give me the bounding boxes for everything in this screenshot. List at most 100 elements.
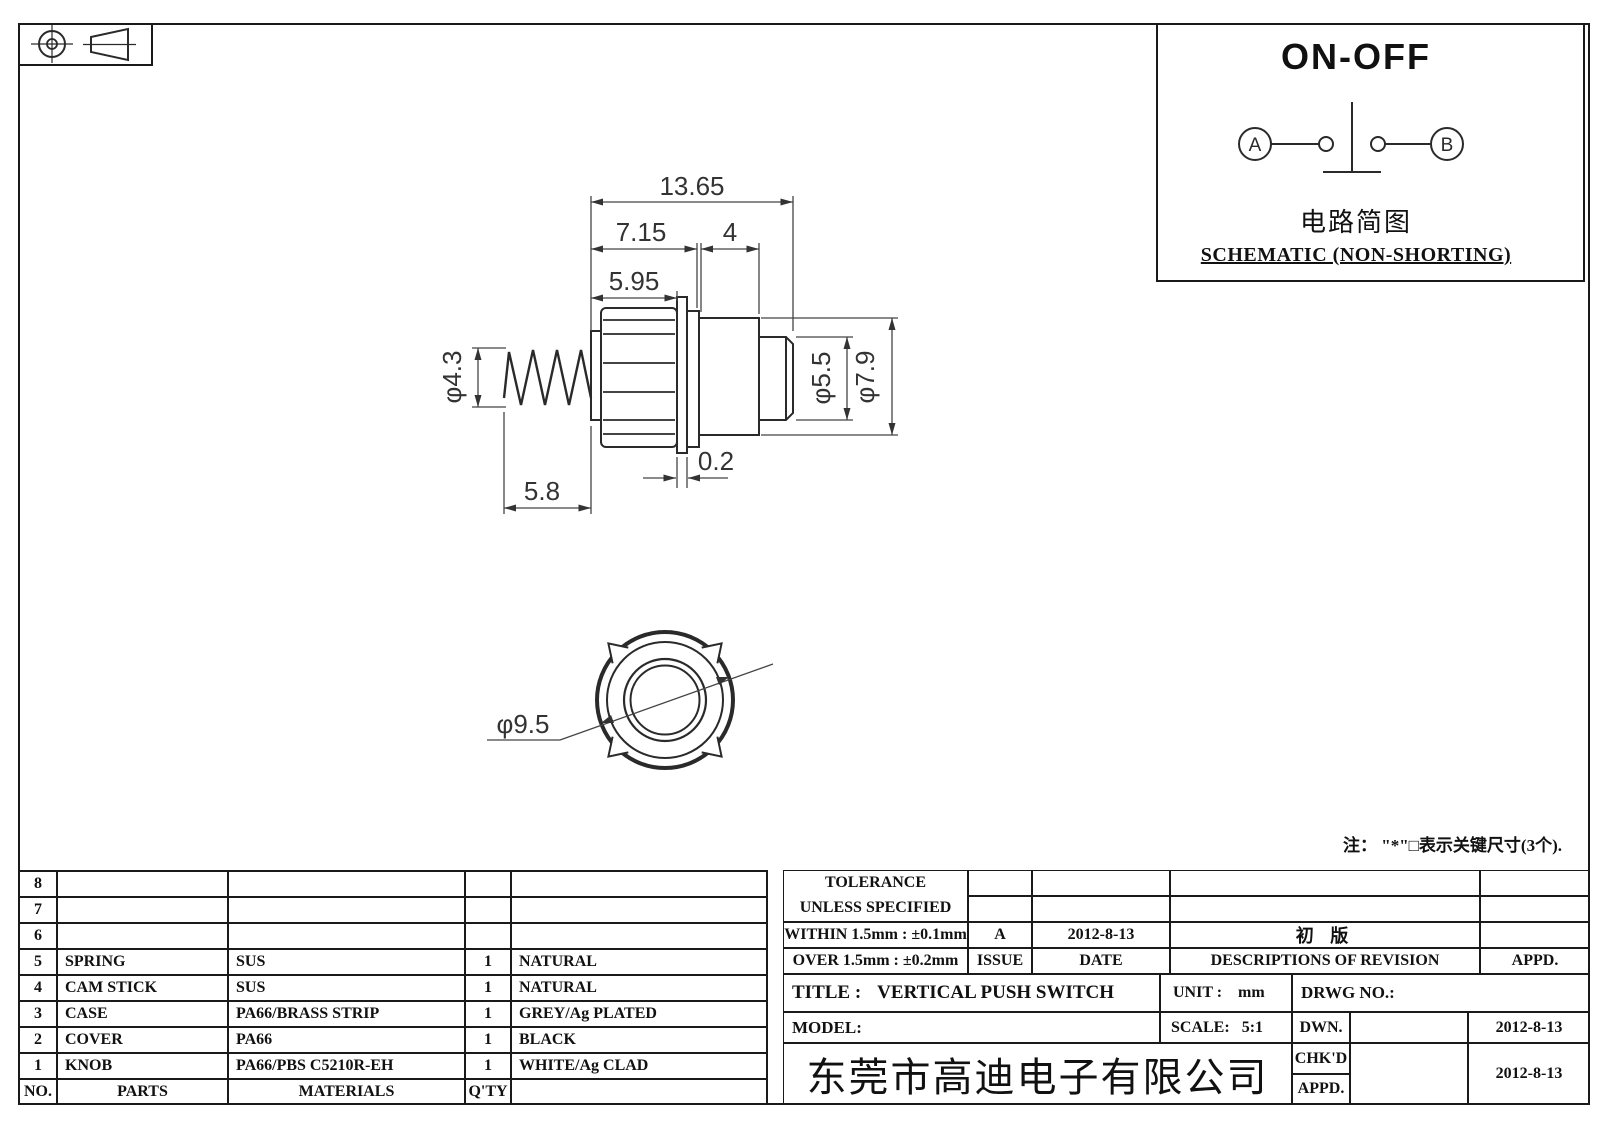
appd-label: APPD. — [1292, 1074, 1350, 1104]
parts-header-materials: MATERIALS — [228, 1079, 465, 1105]
flange — [676, 296, 688, 454]
dim-knob-diameter: φ9.5 — [496, 709, 549, 739]
dim-body-length: 4 — [723, 217, 737, 247]
part-qty — [465, 871, 511, 897]
parts-header-qty: Q'TY — [465, 1079, 511, 1105]
part-material: PA66/BRASS STRIP — [228, 1001, 465, 1027]
model-cell: MODEL: — [783, 1012, 1160, 1043]
drwg-no-cell: DRWG NO.: — [1292, 974, 1590, 1012]
part-qty: 1 — [465, 1053, 511, 1079]
schematic-caption-cn: 电路简图 — [1299, 207, 1412, 237]
first-angle-cone-icon — [83, 27, 136, 62]
knob-knurl-lines — [603, 319, 675, 435]
terminal-a-label: A — [1249, 135, 1262, 156]
scale-label: SCALE: — [1171, 1018, 1230, 1036]
case-body — [698, 317, 760, 436]
dim-spring-diameter: φ4.3 — [437, 350, 467, 403]
dim-flange-thickness: 0.2 — [698, 446, 734, 476]
parts-header-no: NO. — [19, 1079, 57, 1105]
unit-value: mm — [1238, 984, 1265, 1001]
part-finish: WHITE/Ag CLAD — [511, 1053, 767, 1079]
tab-upper-right — [701, 642, 723, 664]
part-finish: BLACK — [511, 1027, 767, 1053]
knob-body — [600, 307, 678, 448]
part-finish: NATURAL — [511, 975, 767, 1001]
title-label: TITLE : — [792, 982, 862, 1003]
revision-issue-value: A — [968, 922, 1032, 948]
part-qty: 1 — [465, 975, 511, 1001]
cover-lip — [686, 310, 700, 448]
part-name — [57, 897, 228, 923]
circuit-diagram: A B — [1238, 102, 1464, 173]
part-qty: 1 — [465, 949, 511, 975]
contact-right — [1370, 136, 1386, 152]
company-name: 东莞市高迪电子有限公司 — [783, 1043, 1292, 1104]
part-name: CASE — [57, 1001, 228, 1027]
part-material: SUS — [228, 975, 465, 1001]
part-name: COVER — [57, 1027, 228, 1053]
tab-lower-right — [701, 736, 723, 758]
part-no: 1 — [19, 1053, 57, 1079]
part-finish — [511, 897, 767, 923]
part-finish: NATURAL — [511, 949, 767, 975]
tolerance-subtitle: UNLESS SPECIFIED — [799, 899, 952, 916]
side-view — [502, 296, 794, 454]
dim-body-diameter: φ7.9 — [850, 350, 880, 403]
drawing-frame — [18, 23, 1590, 1105]
part-finish — [511, 923, 767, 949]
tolerance-over: OVER 1.5mm : ±0.2mm — [783, 948, 968, 974]
chkd-signature-cell — [1350, 1043, 1468, 1104]
title-cell: TITLE : VERTICAL PUSH SWITCH — [783, 974, 1160, 1012]
part-no: 5 — [19, 949, 57, 975]
part-qty: 1 — [465, 1001, 511, 1027]
part-no: 2 — [19, 1027, 57, 1053]
dim-knob-length: 5.95 — [609, 266, 660, 296]
revision-date-label: DATE — [1032, 948, 1170, 974]
part-material: SUS — [228, 949, 465, 975]
part-material: PA66/PBS C5210R-EH — [228, 1053, 465, 1079]
side-view-dimension-labels: 13.65 7.15 4 5.95 φ4.3 5.8 0.2 φ5.5 φ7.9 — [437, 171, 880, 506]
part-finish: GREY/Ag PLATED — [511, 1001, 767, 1027]
revision-empty-cell — [1480, 896, 1590, 922]
revision-empty-cell — [1480, 922, 1590, 948]
dim-plunger-diameter: φ5.5 — [806, 351, 836, 404]
spring — [502, 349, 593, 406]
revision-empty-cell — [968, 870, 1032, 896]
part-material — [228, 871, 465, 897]
parts-table: 8 7 6 5 SPRING SUS 1 NATURAL 4 CAM STICK… — [18, 870, 768, 1105]
revision-issue-label: ISSUE — [968, 948, 1032, 974]
part-name — [57, 871, 228, 897]
parts-header-parts: PARTS — [57, 1079, 228, 1105]
unit-cell: UNIT : mm — [1160, 974, 1292, 1012]
revision-empty-cell — [1170, 870, 1480, 896]
revision-appd-label: APPD. — [1480, 948, 1590, 974]
knob-end-cap — [590, 330, 602, 421]
chkd-date: 2012-8-13 — [1468, 1043, 1590, 1104]
part-no: 4 — [19, 975, 57, 1001]
part-material — [228, 923, 465, 949]
scale-value: 5:1 — [1241, 1018, 1264, 1036]
part-no: 3 — [19, 1001, 57, 1027]
revision-empty-cell — [1032, 896, 1170, 922]
schematic-title: ON-OFF — [1281, 36, 1431, 77]
contact-left — [1318, 136, 1334, 152]
front-view — [595, 630, 735, 770]
tolerance-title: TOLERANCE — [824, 874, 927, 892]
revision-date-value: 2012-8-13 — [1032, 922, 1170, 948]
parts-header-finish — [511, 1079, 767, 1105]
dim-front-length: 7.15 — [616, 217, 667, 247]
part-qty — [465, 923, 511, 949]
part-name — [57, 923, 228, 949]
part-name: CAM STICK — [57, 975, 228, 1001]
revision-empty-cell — [1480, 870, 1590, 896]
dim-spring-length: 5.8 — [524, 476, 560, 506]
revision-description-value: 初 版 — [1170, 922, 1480, 948]
first-angle-target-icon — [31, 25, 73, 63]
drawing-title: VERTICAL PUSH SWITCH — [877, 982, 1115, 1003]
schematic-box — [1156, 23, 1585, 282]
tolerance-block: TOLERANCE UNLESS SPECIFIED — [783, 870, 968, 922]
part-name: SPRING — [57, 949, 228, 975]
part-material: PA66 — [228, 1027, 465, 1053]
revision-description-label: DESCRIPTIONS OF REVISION — [1170, 948, 1480, 974]
